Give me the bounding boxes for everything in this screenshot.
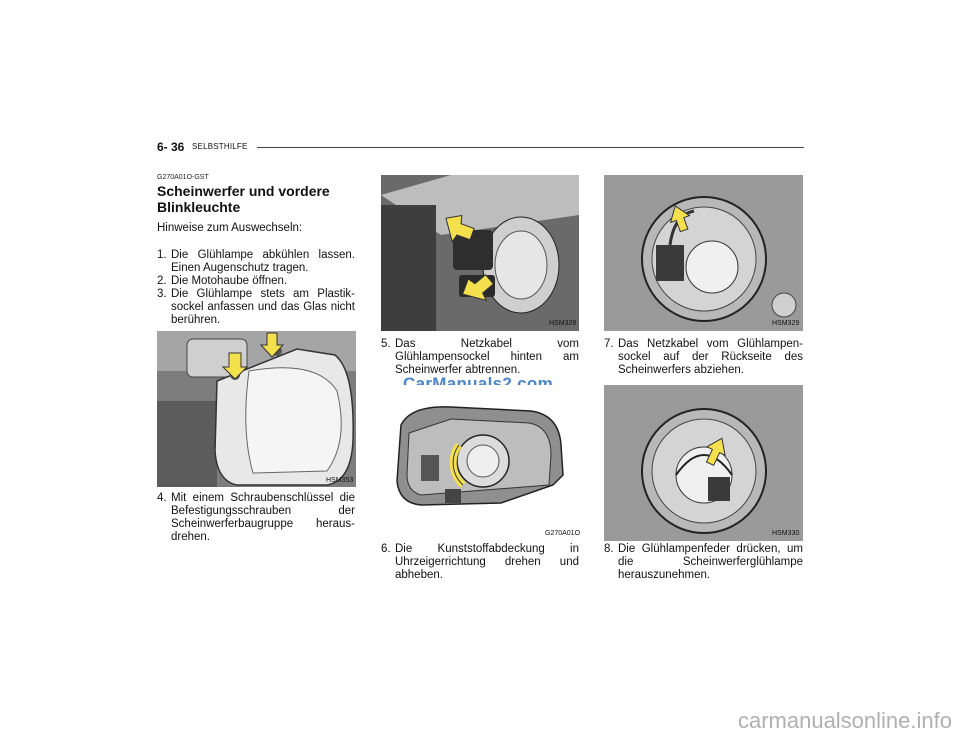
steps-list-3: 5.Das Netzkabel vom Glühlampensockel hin…: [381, 338, 579, 377]
footer-watermark: carmanualsonline.info: [737, 708, 952, 733]
step-5: 5.Das Netzkabel vom Glühlampensockel hin…: [381, 338, 579, 376]
step-4: 4.Mit einem Schraubenschlüssel die Befes…: [157, 492, 355, 543]
steps-list-4: 6.Die Kunststoffabdeckung in Uhrzeigerri…: [381, 543, 579, 582]
figure-code: HSM353: [326, 477, 354, 484]
figure-headlamp-bolts: [157, 331, 356, 487]
steps-list-6: 8.Die Glühlampenfeder drücken, um die Sc…: [604, 543, 803, 582]
steps-list-2: 4.Mit einem Schraubenschlüssel die Befes…: [157, 492, 355, 544]
figure-bulb-spring: [604, 385, 803, 541]
figure-cover-rotate: [381, 385, 579, 541]
section-name: SELBSTHILFE: [192, 142, 248, 151]
figure-code: HSM330: [772, 530, 800, 537]
section-code: G270A01O-GST: [157, 174, 209, 181]
figure-power-cable: [381, 175, 579, 331]
steps-list-1: 1.Die Glühlampe abkühlen lassen. Einen A…: [157, 249, 355, 327]
intro-text: Hinweise zum Auswechseln:: [157, 222, 303, 234]
step-2: 2.Die Motohaube öffnen.: [157, 275, 288, 287]
step-8: 8.Die Glühlampenfeder drücken, um die Sc…: [604, 543, 803, 581]
step-7: 7.Das Netzkabel vom Glühlampen-sockel au…: [604, 338, 803, 376]
figure-code: HSM328: [549, 320, 577, 327]
steps-list-5: 7.Das Netzkabel vom Glühlampen-sockel au…: [604, 338, 803, 377]
figure-code: G270A01O: [545, 530, 581, 537]
header-rule: [257, 147, 804, 148]
step-1: 1.Die Glühlampe abkühlen lassen. Einen A…: [157, 249, 355, 274]
step-3: 3.Die Glühlampe stets am Plastik-sockel …: [157, 288, 355, 326]
figure-bulb-connector: [604, 175, 803, 331]
figure-code: HSM329: [772, 320, 800, 327]
page-number: 6- 36: [157, 140, 185, 154]
section-title: Scheinwerfer und vordere Blinkleuchte: [157, 183, 330, 215]
step-6: 6.Die Kunststoffabdeckung in Uhrzeigerri…: [381, 543, 579, 581]
